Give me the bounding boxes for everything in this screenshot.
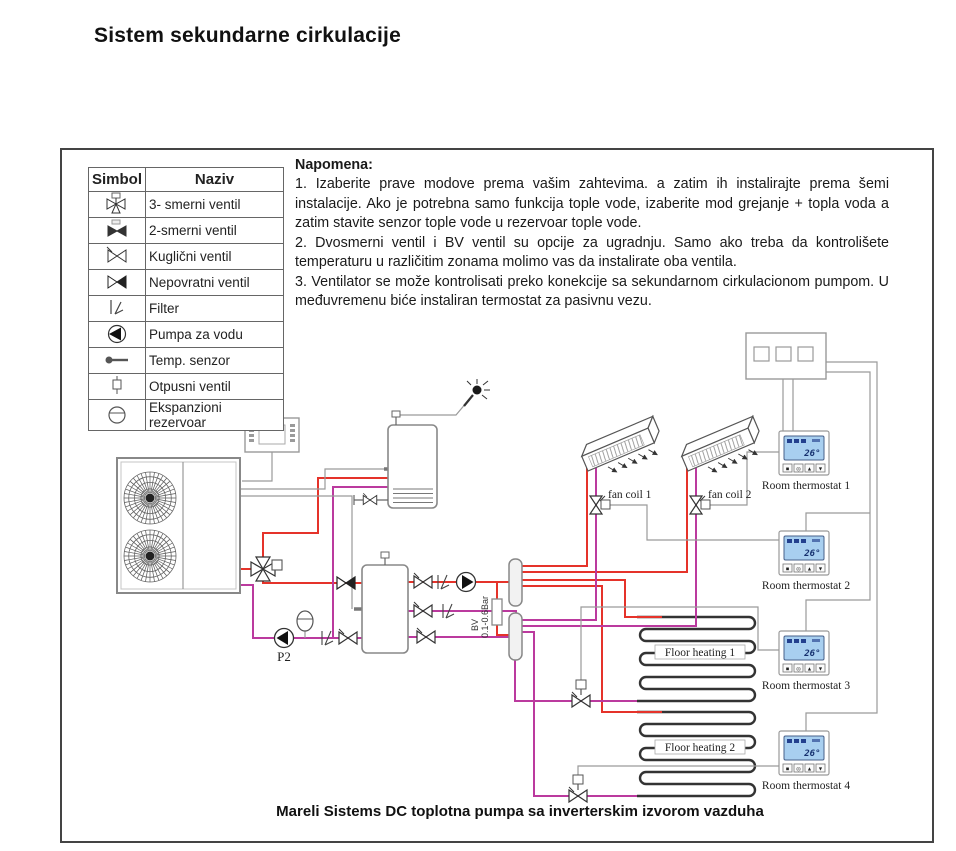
legend-row: 2-smerni ventil <box>87 217 284 244</box>
legend-row: Pumpa za vodu <box>87 321 284 348</box>
pump-p2-label: P2 <box>277 649 291 664</box>
ball-valve-icon <box>413 572 433 589</box>
supply-manifold <box>508 558 523 607</box>
thermostat-temp: 26° <box>803 449 820 459</box>
thermostat-temp: 26° <box>803 649 820 659</box>
supply-pipes <box>240 468 688 713</box>
relief-valve-icon <box>391 410 401 425</box>
pump-p2 <box>273 627 295 649</box>
dhw-tank <box>353 410 438 509</box>
three-way-valve <box>250 556 283 582</box>
return-manifold <box>508 612 523 661</box>
legend-header-symbol: Simbol <box>87 167 147 192</box>
bypass-range-label: 0.1-0.6Bar <box>480 596 490 638</box>
page-title: Sistem sekundarne cirkulacije <box>94 24 401 47</box>
floor-heating-1-label: Floor heating 1 <box>665 647 736 659</box>
thermostat-1: 26° <box>778 430 830 476</box>
thermostat-temp: 26° <box>803 749 820 759</box>
note-item: 1. Izaberite prave modove prema vašim za… <box>295 176 889 232</box>
thermostat-temp: 26° <box>803 549 820 559</box>
bypass-valve-label: BV <box>470 619 480 631</box>
legend-header-name: Naziv <box>145 167 284 192</box>
check-valve-icon <box>336 576 356 590</box>
check-valve-icon <box>107 275 127 289</box>
thermostat-3-label: Room thermostat 3 <box>762 680 850 692</box>
floor-heating-2-coil <box>637 710 757 798</box>
legend-row: Filter <box>87 295 284 322</box>
floor-heating-2-label: Floor heating 2 <box>665 742 736 754</box>
return-pipes <box>240 468 697 797</box>
fan-coil-1-label: fan coil 1 <box>608 489 652 501</box>
expansion-tank-icon <box>108 405 126 424</box>
fan-coil-1 <box>580 414 660 473</box>
relief-valve-icon <box>112 376 122 394</box>
three-way-valve-icon <box>106 192 126 214</box>
ball-valve-icon <box>338 628 358 645</box>
legend-row: Otpusni ventil <box>87 373 284 400</box>
fan-coil-2-valve <box>689 495 711 515</box>
fan-coil-2-label: fan coil 2 <box>708 489 752 501</box>
fan-coil-2 <box>680 414 760 473</box>
legend-row: Ekspanzioni rezervoar <box>87 399 284 431</box>
note-item: 2. Dvosmerni ventil i BV ventil su opcij… <box>295 234 889 271</box>
thermostat-2-label: Room thermostat 2 <box>762 580 850 592</box>
symbol-legend-table: Simbol Naziv 3- smerni ventil 2-smerni v… <box>87 167 284 431</box>
buffer-tank <box>361 551 409 654</box>
thermostat-4: 26° <box>778 730 830 776</box>
floor-heating-2-valve <box>568 774 588 803</box>
floor-heating-1-valve <box>571 679 591 708</box>
ball-valve-icon <box>413 601 433 618</box>
thermostat-2: 26° <box>778 530 830 576</box>
temp-sensor-icon <box>105 356 128 364</box>
legend-row: Kuglični ventil <box>87 243 284 270</box>
thermostat-4-label: Room thermostat 4 <box>762 780 850 792</box>
legend-row: Nepovratni ventil <box>87 269 284 296</box>
note-item: 3. Ventilator se može kontrolisati preko… <box>295 273 889 310</box>
two-way-valve-icon <box>107 219 127 237</box>
legend-row: Temp. senzor <box>87 347 284 374</box>
thermostat-3: 26° <box>778 630 830 676</box>
fan-icon <box>123 471 177 525</box>
heat-pump-unit <box>116 457 241 594</box>
thermostat-1-label: Room thermostat 1 <box>762 480 850 492</box>
filter-icon <box>110 300 124 315</box>
control-wires <box>240 361 878 775</box>
ball-valve-icon <box>106 246 127 263</box>
shower-head-icon <box>463 379 490 407</box>
water-pump-icon <box>107 324 127 344</box>
fan-coil-1-valve <box>589 495 611 515</box>
bypass-valve <box>491 598 503 626</box>
drain-valve <box>353 492 388 505</box>
floor-heating-1-coil <box>637 615 757 703</box>
notes-block: Napomena: 1. Izaberite prave modove prem… <box>295 156 889 312</box>
fan-icon <box>123 529 177 583</box>
circulation-pump <box>455 571 477 593</box>
diagram-border <box>60 148 934 843</box>
relief-valve-icon <box>380 551 390 565</box>
legend-row: 3- smerni ventil <box>87 191 284 218</box>
diagram-caption: Mareli Sistems DC toplotna pumpa sa inve… <box>276 803 764 820</box>
ball-valve-icon <box>416 627 436 644</box>
expansion-tank-icon <box>296 610 314 632</box>
diagram-labels: fan coil 1 fan coil 2 Floor heating 1 Fl… <box>277 480 850 792</box>
notes-heading: Napomena: <box>295 157 373 173</box>
junction-box <box>745 332 827 380</box>
